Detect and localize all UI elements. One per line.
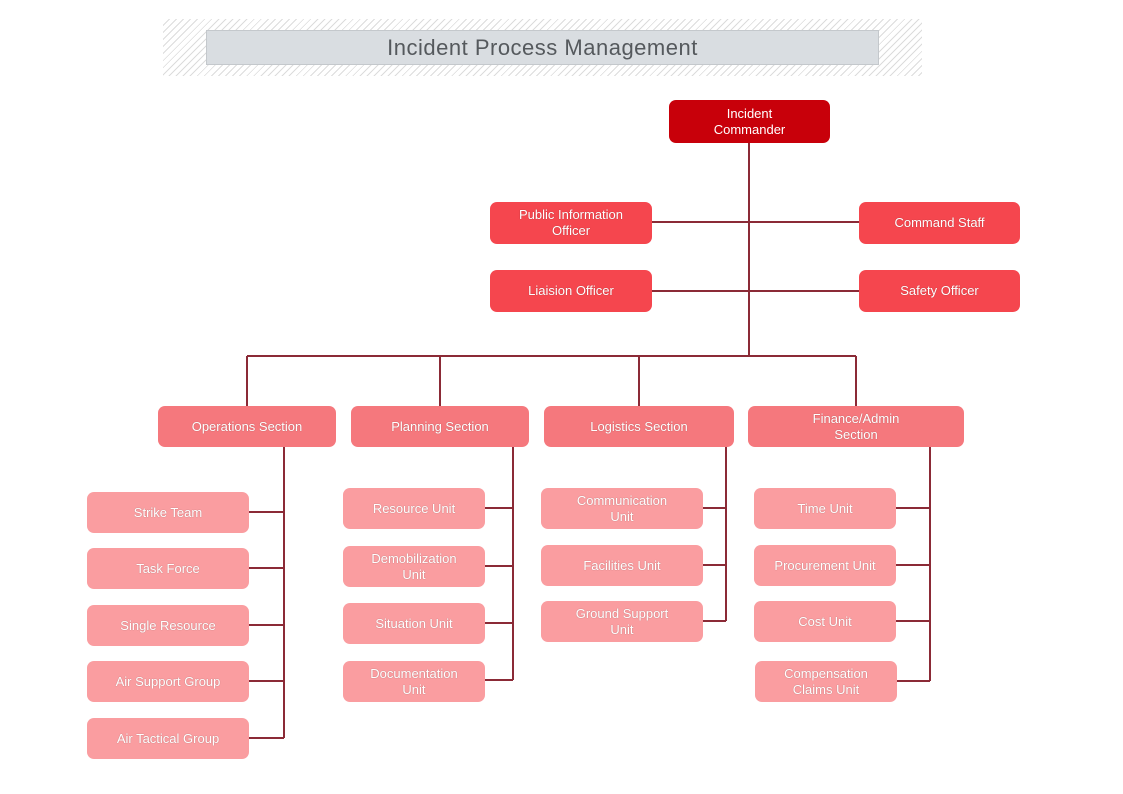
- unit-node-resource-unit[interactable]: Resource Unit: [343, 488, 485, 529]
- unit-node-situation-unit[interactable]: Situation Unit: [343, 603, 485, 644]
- unit-node-strike-team[interactable]: Strike Team: [87, 492, 249, 533]
- unit-node-air-support-group[interactable]: Air Support Group: [87, 661, 249, 702]
- safety-officer-node[interactable]: Safety Officer: [859, 270, 1020, 312]
- unit-node-ground-support-unit[interactable]: Ground Support Unit: [541, 601, 703, 642]
- incident-commander-node[interactable]: Incident Commander: [669, 100, 830, 143]
- unit-node-communication-unit[interactable]: Communication Unit: [541, 488, 703, 529]
- unit-node-compensation-claims-unit[interactable]: Compensation Claims Unit: [755, 661, 897, 702]
- unit-node-air-tactical-group[interactable]: Air Tactical Group: [87, 718, 249, 759]
- unit-node-procurement-unit[interactable]: Procurement Unit: [754, 545, 896, 586]
- unit-node-facilities-unit[interactable]: Facilities Unit: [541, 545, 703, 586]
- unit-node-time-unit[interactable]: Time Unit: [754, 488, 896, 529]
- command-staff-node[interactable]: Command Staff: [859, 202, 1020, 244]
- finance-admin-section-node[interactable]: Finance/Admin Section: [748, 406, 964, 447]
- chart-title: Incident Process Management: [206, 30, 879, 65]
- planning-section-node[interactable]: Planning Section: [351, 406, 529, 447]
- operations-section-node[interactable]: Operations Section: [158, 406, 336, 447]
- unit-node-demobilization-unit[interactable]: Demobilization Unit: [343, 546, 485, 587]
- logistics-section-node[interactable]: Logistics Section: [544, 406, 734, 447]
- liaison-officer-node[interactable]: Liaision Officer: [490, 270, 652, 312]
- unit-node-task-force[interactable]: Task Force: [87, 548, 249, 589]
- unit-node-documentation-unit[interactable]: Documentation Unit: [343, 661, 485, 702]
- public-information-officer-node[interactable]: Public Information Officer: [490, 202, 652, 244]
- unit-node-single-resource[interactable]: Single Resource: [87, 605, 249, 646]
- unit-node-cost-unit[interactable]: Cost Unit: [754, 601, 896, 642]
